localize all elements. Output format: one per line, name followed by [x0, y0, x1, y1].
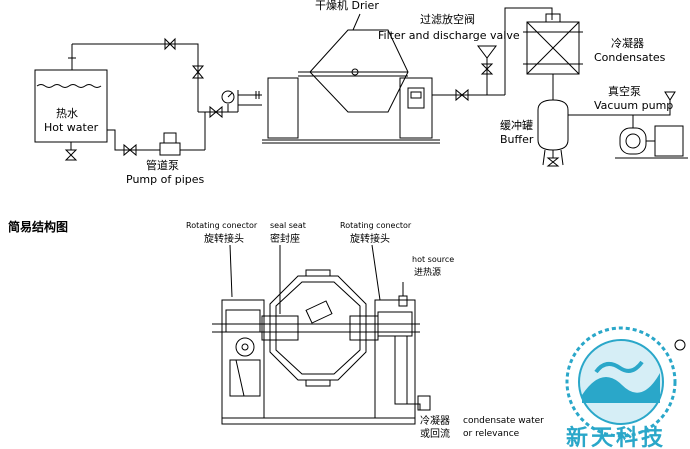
filter-valve-label-en: Filter and discharge valve	[378, 29, 520, 42]
logo-text: 新天科技	[566, 426, 667, 449]
rotating-connector-right-en: Rotating conector	[340, 221, 412, 230]
buffer-label-en: Buffer	[500, 133, 534, 146]
vacuum-pump-label-en: Vacuum pump	[594, 99, 674, 112]
dryer-label: 干燥机 Drier	[315, 0, 379, 12]
seal-seat-cn: 密封座	[270, 234, 300, 245]
condensate-water-en: condensate water	[463, 416, 544, 426]
pipe-pump-label-cn: 管道泵	[146, 159, 179, 172]
pump-of-pipes	[107, 112, 206, 157]
rotating-connector-right-cn: 旋转接头	[350, 234, 390, 245]
condenser-return-cn-2: 或回流	[420, 429, 450, 440]
vacuum-pump-label-cn: 真空泵	[608, 85, 641, 98]
buffer-tank	[537, 94, 569, 167]
condenser-label-en: Condensates	[594, 51, 666, 64]
condenser	[523, 13, 583, 94]
hot-water-supply-pipe	[72, 37, 262, 119]
seal-seat-en: seal seat	[270, 221, 306, 230]
condenser-return-cn-1: 冷凝器	[420, 416, 450, 427]
rotating-connector-left-en: Rotating conector	[186, 221, 258, 230]
structure-drawing	[212, 244, 431, 425]
vacuum-pump	[568, 91, 688, 159]
pipe-pump-label-en: Pump of pipes	[126, 173, 205, 186]
or-relevance-en: or relevance	[463, 429, 520, 439]
double-cone-dryer	[262, 13, 440, 144]
hot-source-cn: 进热源	[414, 268, 442, 278]
condenser-label-cn: 冷凝器	[611, 37, 644, 50]
buffer-label-cn: 缓冲罐	[500, 119, 533, 132]
hot-source-en: hot source	[412, 255, 455, 264]
rotating-connector-left-cn: 旋转接头	[204, 234, 244, 245]
hot-water-label-en: Hot water	[44, 121, 99, 134]
hot-water-tank	[34, 44, 108, 161]
hot-water-label-cn: 热水	[56, 107, 78, 120]
company-logo-mark	[556, 326, 686, 446]
filter-valve-label-cn: 过滤放空阀	[420, 13, 475, 26]
structure-title: 简易结构图	[8, 220, 69, 234]
